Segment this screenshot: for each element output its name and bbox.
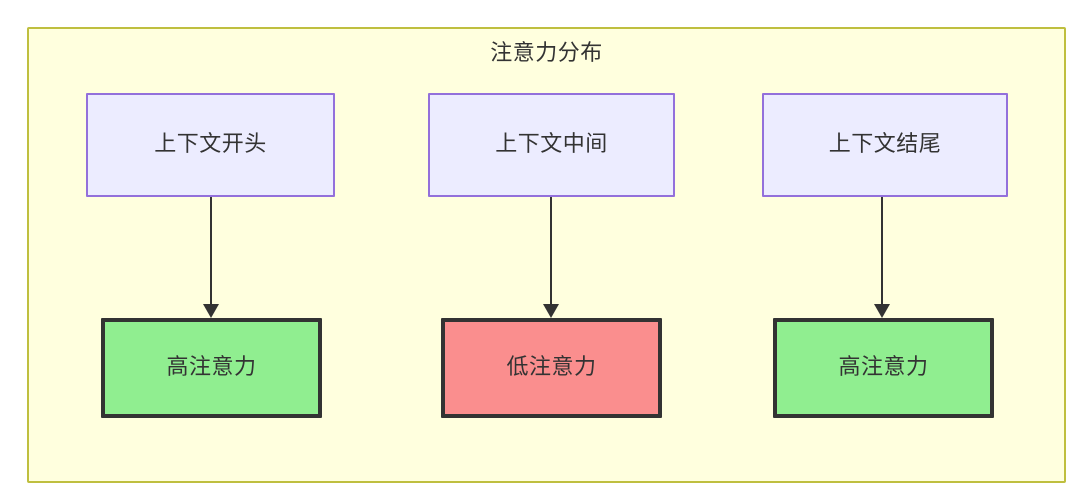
node-label: 高注意力 (838, 355, 929, 380)
subgraph-title: 注意力分布 (490, 41, 603, 66)
node-label: 上下文结尾 (828, 132, 942, 157)
node-label: 高注意力 (166, 355, 257, 380)
node-label: 上下文中间 (495, 132, 608, 157)
node-label: 上下文开头 (154, 132, 267, 157)
node-label: 低注意力 (506, 355, 597, 380)
node-attention-high-end[interactable]: 高注意力 (773, 318, 994, 418)
node-attention-high-start[interactable]: 高注意力 (101, 318, 322, 418)
node-context-start[interactable]: 上下文开头 (86, 93, 335, 197)
node-context-end[interactable]: 上下文结尾 (762, 93, 1008, 197)
node-attention-low-middle[interactable]: 低注意力 (441, 318, 662, 418)
node-context-middle[interactable]: 上下文中间 (428, 93, 675, 197)
